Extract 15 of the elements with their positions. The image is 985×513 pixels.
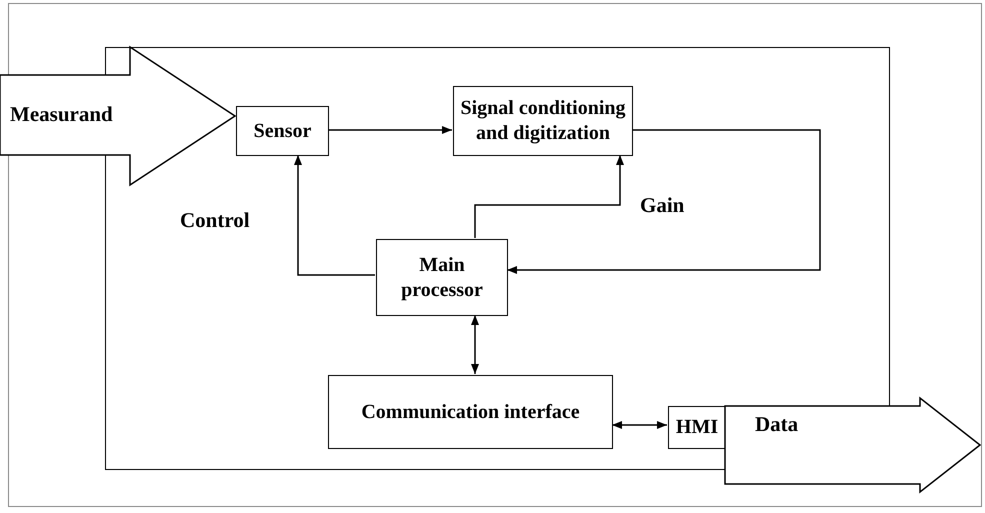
block-arrow (725, 398, 980, 492)
arrow (471, 315, 479, 374)
arrow (507, 129, 821, 274)
arrow (328, 126, 452, 134)
process-box: Signal conditioning and digitization (453, 86, 633, 156)
arrow (612, 421, 667, 429)
arrow (474, 155, 624, 238)
process-box: Sensor (236, 106, 329, 156)
process-box: Communication interface (328, 375, 613, 449)
arrow (294, 155, 375, 276)
process-box: Main processor (376, 239, 508, 316)
process-box: HMI (668, 406, 726, 449)
arrow-label: Measurand (10, 102, 113, 127)
block-arrow (0, 47, 235, 185)
arrow-label: Data (755, 412, 798, 437)
